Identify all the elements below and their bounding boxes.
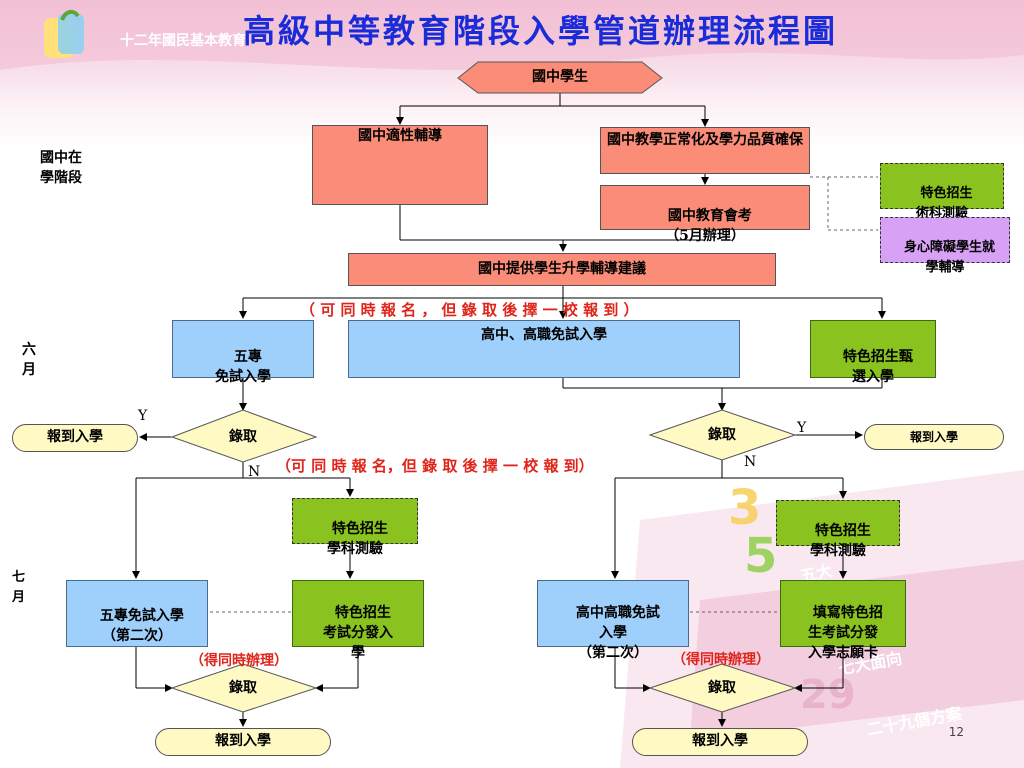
exam-label: 國中教育會考 （5月辦理） — [665, 208, 752, 244]
special-academic-right-label: 特色招生 學科測驗 — [810, 523, 871, 559]
guidance-label: 國中適性輔導 — [358, 128, 442, 144]
report-bottom-right-node: 報到入學 — [632, 728, 808, 756]
admit-bottom-left-label: 錄取 — [229, 680, 257, 696]
note-simultaneous-1: （ 可 同 時 報 名 ， 但 錄 取 後 擇 一 校 報 到 ） — [300, 301, 639, 319]
special-skill-test-node: 特色招生 術科測驗 — [880, 163, 1004, 221]
decor-number-3: 3 — [728, 480, 762, 536]
admit-bottom-right-label: 錄取 — [708, 680, 736, 696]
label-n-right: N — [744, 454, 757, 470]
special-select-label: 特色招生甄 選入學 — [842, 349, 913, 385]
admit-left-label: 錄取 — [229, 429, 257, 445]
normalize-node: 國中教學正常化及學力品質確保 — [600, 127, 810, 174]
note-simultaneous-2: （可 同 時 報 名，但 錄 取 後 擇 一 校 報 到） — [276, 457, 594, 475]
admit-bottom-left-shape — [170, 663, 318, 713]
disabled-guidance-label: 身心障礙學生就 學輔導 — [904, 240, 996, 275]
special-academic-left-node: 特色招生 學科測驗 — [292, 498, 418, 557]
special-academic-left-label: 特色招生 學科測驗 — [327, 521, 388, 557]
advice-node: 國中提供學生升學輔導建議 — [348, 253, 776, 286]
page-title: 高級中等教育階段入學管道辦理流程圖 — [243, 12, 839, 50]
decor-number-5: 5 — [744, 528, 778, 584]
label-y-right: Y — [797, 420, 807, 436]
page-number: 12 — [948, 725, 964, 739]
side-label-july: 七 月 — [12, 570, 26, 605]
admit-bottom-right-shape — [648, 663, 797, 713]
label-n-left: N — [248, 464, 261, 480]
special-select-node: 特色招生甄 選入學 — [810, 320, 936, 385]
high-school-2-node: 高中高職免試 入學 （第二次） — [537, 580, 689, 661]
side-label-june: 六 月 — [22, 342, 36, 378]
special-academic-right-node: 特色招生 學科測驗 — [776, 500, 900, 559]
note-concurrent-right: （得同時辦理） — [672, 652, 770, 668]
admit-left-shape — [170, 409, 318, 463]
report-right-node: 報到入學 — [864, 424, 1004, 450]
special-exam-dist-label: 特色招生 考試分發入 學 — [323, 605, 393, 661]
side-label-in-school: 國中在 學階段 — [40, 150, 82, 186]
jr-college-label: 五專 免試入學 — [215, 349, 271, 385]
advice-label: 國中提供學生升學輔導建議 — [478, 261, 646, 277]
report-left-node: 報到入學 — [12, 424, 138, 452]
logo-icon — [44, 9, 84, 58]
guidance-node: 國中適性輔導 — [312, 125, 488, 205]
special-exam-dist-node: 特色招生 考試分發入 學 — [292, 580, 424, 661]
special-fill-node: 填寫特色招 生考試分發 入學志願卡 — [780, 580, 906, 661]
high-school-2-label: 高中高職免試 入學 （第二次） — [575, 605, 660, 661]
decor-number-29: 29 — [800, 672, 856, 718]
special-skill-test-label: 特色招生 術科測驗 — [915, 186, 973, 221]
high-school-node: 高中、高職免試入學 — [348, 320, 740, 378]
disabled-guidance-node: 身心障礙學生就 學輔導 — [880, 217, 1010, 275]
admit-right-label: 錄取 — [708, 427, 736, 443]
admit-right-shape — [648, 409, 797, 461]
start-shape — [457, 61, 663, 94]
jr-college-2-node: 五專免試入學 （第二次） — [66, 580, 208, 647]
special-fill-label: 填寫特色招 生考試分發 入學志願卡 — [808, 605, 883, 661]
logo-text: 十二年國民基本教育 — [120, 33, 246, 49]
normalize-label: 國中教學正常化及學力品質確保 — [607, 132, 803, 148]
high-school-label: 高中、高職免試入學 — [481, 327, 607, 343]
note-concurrent-left: （得同時辦理） — [190, 653, 288, 669]
start-node: 國中學生 — [532, 69, 588, 85]
jr-college-2-label: 五專免試入學 （第二次） — [99, 608, 184, 644]
label-y-left: Y — [138, 408, 148, 424]
jr-college-node: 五專 免試入學 — [172, 320, 314, 385]
exam-node: 國中教育會考 （5月辦理） — [600, 185, 810, 244]
report-bottom-left-node: 報到入學 — [155, 728, 331, 756]
